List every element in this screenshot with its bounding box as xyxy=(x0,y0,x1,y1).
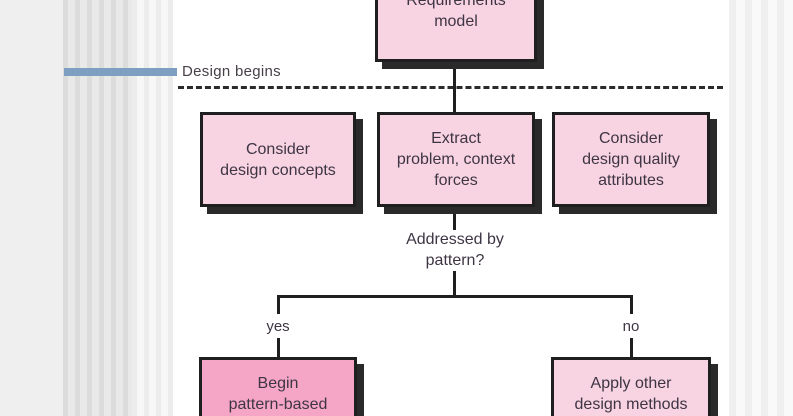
branch-label-yes: yes xyxy=(266,318,290,335)
node-extract-problem-context-forces: Extract problem, context forces xyxy=(377,112,535,207)
branch-horizontal-line xyxy=(277,295,633,298)
node-requirements-model: Requirements model xyxy=(375,0,537,62)
design-begins-dashed-divider xyxy=(178,86,723,89)
decision-question-addressed-by-pattern: Addressed by pattern? xyxy=(406,231,504,269)
left-stripe-band-dark xyxy=(63,0,132,416)
connector-extract-to-question xyxy=(453,207,456,230)
node-consider-design-quality-attributes: Consider design quality attributes xyxy=(552,112,710,207)
right-stripe-band xyxy=(729,0,793,416)
connector-requirements-to-extract xyxy=(453,62,456,112)
connector-no-to-apply-box xyxy=(630,338,633,357)
node-begin-pattern-based-design: Begin pattern-based xyxy=(199,357,357,416)
left-stripe-band-light xyxy=(132,0,173,416)
connector-yes-to-begin-box xyxy=(277,338,280,357)
node-consider-design-concepts: Consider design concepts xyxy=(200,112,356,207)
design-begins-label: Design begins xyxy=(182,63,281,80)
branch-label-no: no xyxy=(622,318,640,335)
connector-question-to-branch xyxy=(453,271,456,298)
left-margin-panel xyxy=(0,0,63,416)
node-apply-other-design-methods: Apply other design methods xyxy=(551,357,711,416)
connector-branch-to-yes xyxy=(277,295,280,314)
connector-branch-to-no xyxy=(630,295,633,314)
blue-accent-bar xyxy=(64,68,177,76)
